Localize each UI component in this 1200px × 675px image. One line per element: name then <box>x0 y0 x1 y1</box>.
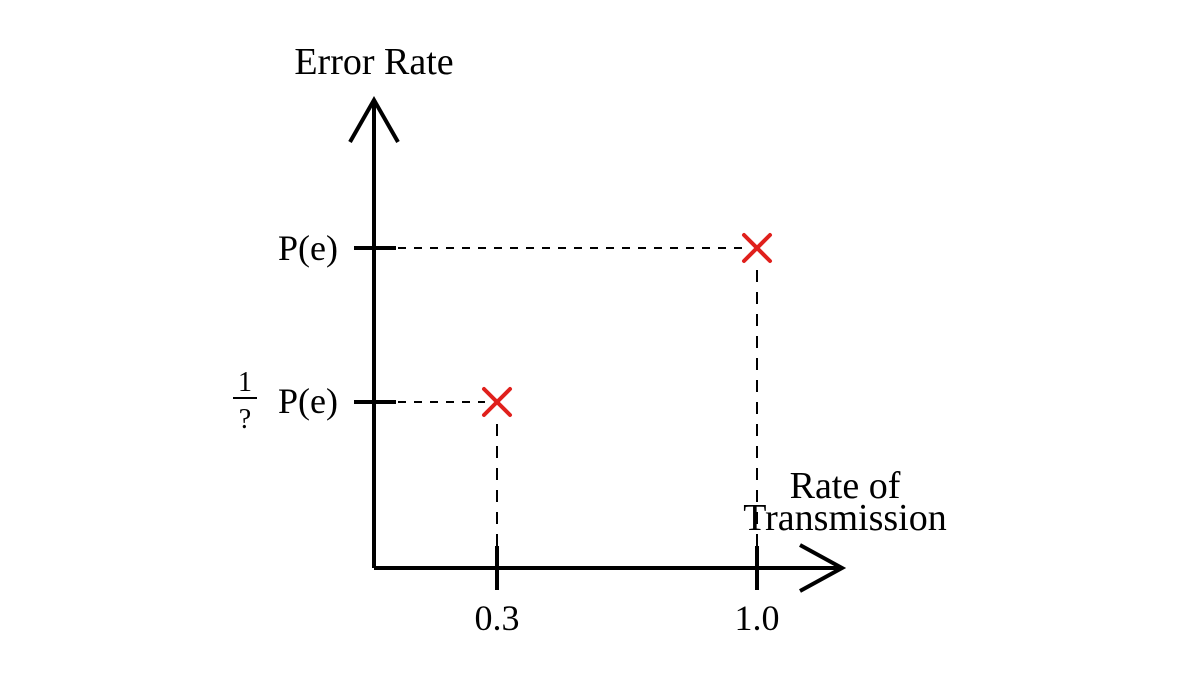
x-tick-label: 0.3 <box>475 598 520 638</box>
y-tick-label-fraction: 1 ? P(e) <box>233 367 338 435</box>
fraction-numerator: 1 <box>238 367 252 398</box>
y-tick-label: P(e) <box>278 228 338 268</box>
y-tick-label: P(e) <box>278 381 338 421</box>
data-markers <box>482 233 772 417</box>
x-axis-title-line-1: Rate of <box>790 465 901 507</box>
axes <box>348 95 847 593</box>
axis-ticks <box>354 246 759 590</box>
x-axis-arrow <box>799 543 847 593</box>
y-axis-title: Error Rate <box>294 41 453 83</box>
data-point-x-mark <box>482 387 512 417</box>
y-axis-arrow <box>348 95 400 143</box>
x-axis-title-line-2: Transmission <box>743 497 946 539</box>
x-tick-label: 1.0 <box>735 598 780 638</box>
guide-lines <box>398 247 758 546</box>
fraction-denominator: ? <box>239 404 251 435</box>
data-point-x-mark <box>742 233 772 263</box>
